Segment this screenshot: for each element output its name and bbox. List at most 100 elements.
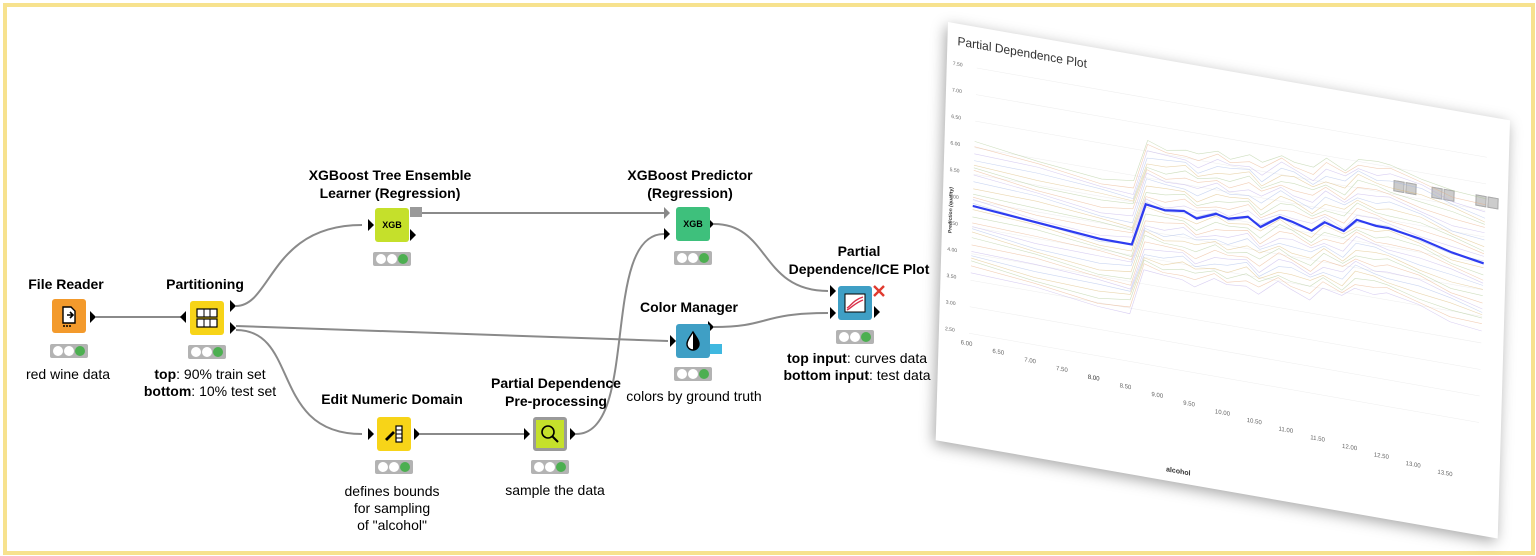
table-split-icon xyxy=(196,308,218,328)
file-reader-caption: red wine data xyxy=(25,366,111,382)
ice-curve xyxy=(974,143,1486,205)
port-preprocessing-out xyxy=(570,428,576,440)
partitioning-status xyxy=(188,345,226,359)
partitioning-caption: top: 90% train set bottom: 10% test set xyxy=(143,366,277,399)
ice-curve xyxy=(972,225,1484,284)
partial-dependence-plot-view: Partial Dependence Plot Prediction (qual… xyxy=(935,22,1510,539)
ice-curve xyxy=(972,220,1484,281)
grid-line xyxy=(971,253,1482,344)
file-reader-node[interactable] xyxy=(52,299,86,333)
grid-line xyxy=(970,279,1481,370)
ice-curve xyxy=(972,213,1484,276)
port-plot-in-top xyxy=(830,285,836,297)
port-partitioning-out-bottom xyxy=(230,322,236,334)
port-predictor-in-data xyxy=(664,228,670,240)
port-partitioning-out-top xyxy=(230,300,236,312)
grid-line xyxy=(968,332,1480,423)
wire-partitioning-colormanager xyxy=(235,325,669,342)
pd-preprocessing-title: Partial Dependence Pre-processing xyxy=(491,375,621,409)
port-editdomain-out xyxy=(414,428,420,440)
color-manager-title: Color Manager xyxy=(639,299,738,315)
ice-curve xyxy=(972,198,1484,257)
pd-mean-line xyxy=(972,202,1484,265)
grid-line xyxy=(974,147,1485,238)
ice-curve xyxy=(973,185,1485,247)
wire-preprocessing-predictor xyxy=(575,233,665,435)
edit-domain-title: Edit Numeric Domain xyxy=(321,391,463,407)
pd-ice-plot-title: Partial Dependence/ICE Plot xyxy=(788,243,930,277)
xgb-predictor-title: XGBoost Predictor (Regression) xyxy=(627,167,753,201)
ice-curve xyxy=(973,169,1485,228)
ice-curve xyxy=(971,254,1483,313)
color-manager-caption: colors by ground truth xyxy=(626,388,762,404)
wire-predictor-plot xyxy=(713,223,829,292)
ice-curve xyxy=(974,139,1486,199)
ice-curve xyxy=(971,241,1483,304)
partitioning-node[interactable] xyxy=(190,301,224,335)
ice-curve xyxy=(972,196,1485,255)
port-colormanager-in xyxy=(670,335,676,347)
pd-ice-plot-node[interactable] xyxy=(838,286,872,320)
ice-curve xyxy=(972,227,1484,286)
port-filereader-out xyxy=(90,311,96,323)
ice-curve xyxy=(973,167,1485,225)
pd-preprocessing-caption: sample the data xyxy=(505,482,605,498)
ice-curve xyxy=(973,178,1485,241)
grid-line xyxy=(972,226,1483,317)
ice-curve xyxy=(973,172,1485,234)
xgb-learner-node[interactable]: XGB xyxy=(375,208,409,242)
file-reader-title: File Reader xyxy=(28,276,104,292)
xgb-predictor-status xyxy=(674,251,712,265)
port-editdomain-in xyxy=(368,428,374,440)
ice-curve xyxy=(974,157,1486,219)
ice-curve xyxy=(971,230,1483,290)
grid-line xyxy=(976,67,1487,158)
port-predictor-in-model xyxy=(664,207,670,219)
edit-domain-caption: defines bounds for sampling of "alcohol" xyxy=(344,483,440,533)
ice-curve xyxy=(971,234,1483,297)
ice-curve xyxy=(973,192,1485,252)
pd-preprocessing-node[interactable] xyxy=(533,417,567,451)
grid-line xyxy=(972,200,1483,291)
port-learner-out xyxy=(410,229,416,241)
magnifier-icon xyxy=(541,425,559,443)
port-plot-in-bottom xyxy=(830,307,836,319)
xgb-predictor-icon: XGB xyxy=(683,219,703,229)
port-learner-model-out xyxy=(410,207,422,217)
plot-area xyxy=(968,67,1487,423)
port-plot-out xyxy=(874,306,880,318)
grid-line xyxy=(969,306,1480,397)
plot-status-x-icon xyxy=(873,285,885,297)
color-manager-status xyxy=(674,367,712,381)
port-colormanager-color-out xyxy=(710,344,722,354)
color-drop-icon xyxy=(686,330,700,351)
pd-ice-plot-caption: top input: curves data bottom input: tes… xyxy=(783,350,931,383)
grid-line xyxy=(976,94,1487,185)
wire-partitioning-learner xyxy=(235,224,363,307)
ice-curve xyxy=(970,269,1482,332)
file-read-icon xyxy=(62,306,76,327)
port-preprocessing-in xyxy=(524,428,530,440)
ice-curve xyxy=(971,257,1483,316)
ice-curve xyxy=(972,206,1484,269)
partitioning-title: Partitioning xyxy=(166,276,244,292)
file-reader-status xyxy=(50,344,88,358)
ice-curve xyxy=(971,248,1483,310)
ice-curve xyxy=(973,163,1485,223)
ice-curve xyxy=(970,263,1482,325)
edit-domain-icon xyxy=(385,425,403,443)
line-chart-icon xyxy=(844,293,866,313)
xgb-learner-icon: XGB xyxy=(382,220,402,230)
edit-domain-status xyxy=(375,460,413,474)
ice-curve xyxy=(971,259,1483,319)
wire-colormanager-plot xyxy=(713,312,829,328)
ice-curve xyxy=(974,150,1486,213)
color-manager-node[interactable] xyxy=(676,324,710,358)
xgb-learner-title: XGBoost Tree Ensemble Learner (Regressio… xyxy=(308,167,472,201)
xgb-predictor-node[interactable]: XGB xyxy=(676,207,710,241)
port-partitioning-in xyxy=(180,311,186,323)
pd-preprocessing-status xyxy=(531,460,569,474)
pd-ice-plot-status xyxy=(836,330,874,344)
edit-domain-node[interactable] xyxy=(377,417,411,451)
